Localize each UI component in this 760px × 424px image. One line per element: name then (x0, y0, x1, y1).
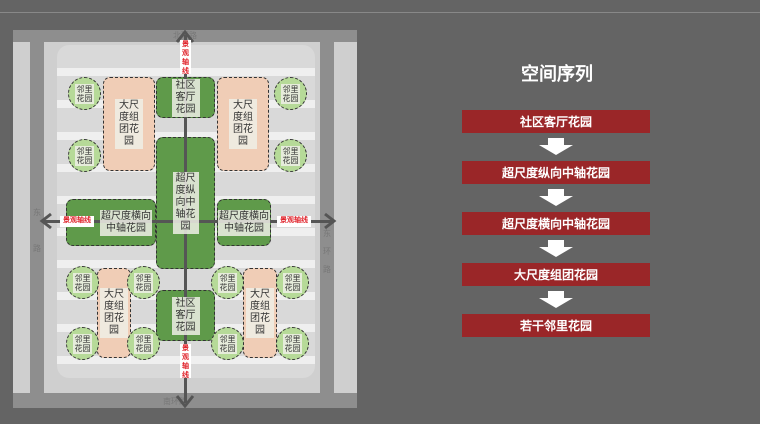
group-garden-sw: 大尺度组团花园 (97, 268, 131, 358)
neighbor-garden: 邻里花园 (68, 77, 101, 110)
sequence-step-3: 超尺度横向中轴花园 (462, 212, 650, 235)
sequence-step-2: 超尺度纵向中轴花园 (462, 161, 650, 184)
vertical-axis-garden: 超尺度纵向中轴花园 (156, 137, 215, 269)
road-label-west: 东 路 (33, 208, 41, 253)
down-arrow-icon (539, 291, 573, 308)
road-label-south: 南环路 (163, 397, 187, 406)
landscape-axis-label-east: 景观轴线 (277, 216, 311, 227)
axis-arrowheads (39, 30, 337, 408)
down-arrow-icon (539, 138, 573, 155)
neighbor-garden: 邻里花园 (66, 266, 99, 299)
neighbor-garden: 邻里花园 (276, 266, 309, 299)
neighbor-garden: 邻里花园 (276, 327, 309, 360)
neighbor-garden: 邻里花园 (66, 327, 99, 360)
sequence-step-1: 社区客厅花园 (462, 110, 650, 133)
group-garden-nw: 大尺度组团花园 (103, 77, 155, 171)
community-garden-north: 社区客厅花园 (156, 77, 215, 118)
down-arrow-icon (539, 240, 573, 257)
sequence-title: 空间序列 (521, 64, 593, 85)
site-plan-image: 北环路 南环路 东环路 东 路 社区客厅花园 超尺度纵向中轴花园 社区客厅花园 … (13, 30, 357, 408)
road-label-east: 东环路 (323, 229, 331, 274)
decorative-header-border (0, 0, 760, 13)
landscape-axis-label-west: 景观轴线 (60, 216, 94, 227)
group-garden-ne: 大尺度组团花园 (217, 77, 269, 171)
down-arrow-icon (539, 189, 573, 206)
landscape-axis-label-north: 景观轴线 (180, 40, 191, 75)
group-garden-se: 大尺度组团花园 (243, 268, 277, 358)
neighbor-garden: 邻里花园 (68, 139, 101, 172)
landscape-axis-label-south: 景观轴线 (180, 344, 191, 379)
neighbor-garden: 邻里花园 (127, 327, 160, 360)
neighbor-garden: 邻里花园 (274, 139, 307, 172)
horizontal-axis-garden-east: 超尺度横向中轴花园 (217, 199, 271, 246)
neighbor-garden: 邻里花园 (211, 327, 244, 360)
sequence-step-4: 大尺度组团花园 (462, 263, 650, 286)
neighbor-garden: 邻里花园 (127, 266, 160, 299)
neighbor-garden: 邻里花园 (211, 266, 244, 299)
sequence-step-5: 若干邻里花园 (462, 314, 650, 337)
neighbor-garden: 邻里花园 (274, 77, 307, 110)
